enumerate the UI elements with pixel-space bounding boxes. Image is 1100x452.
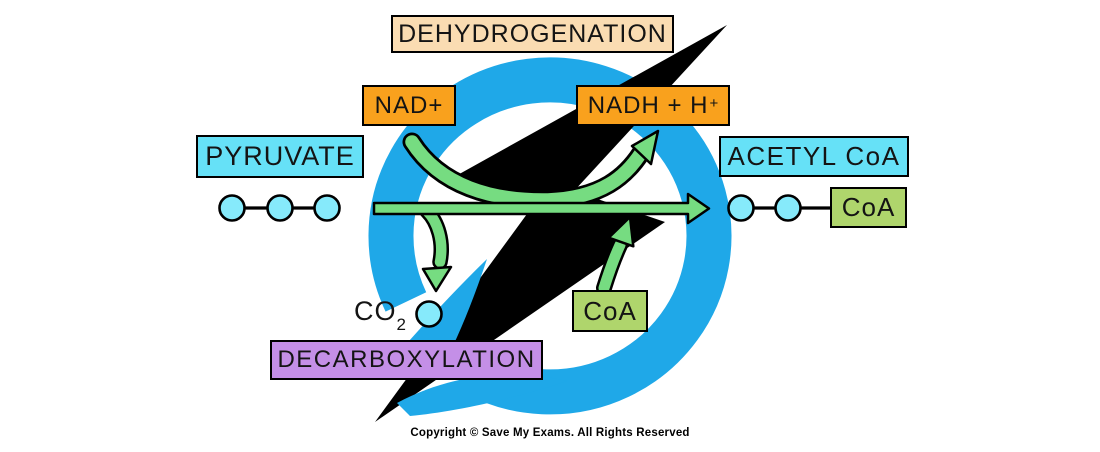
carbon-circle xyxy=(313,194,341,222)
acetyl-coa-molecule xyxy=(727,194,831,222)
copyright-text: Copyright © Save My Exams. All Rights Re… xyxy=(410,427,690,439)
cycle-ring-icon xyxy=(368,57,732,415)
coa-attached-label: CoA xyxy=(841,192,896,222)
nad-label: NAD+ xyxy=(374,91,444,119)
label-box-decarboxylation: DECARBOXYLATION xyxy=(270,340,543,380)
label-box-dehydrogenation: DEHYDROGENATION xyxy=(391,15,674,53)
co2-release-arrow xyxy=(419,203,453,293)
label-box-nadh: NADH + H+ xyxy=(576,85,730,126)
carbon-circle xyxy=(727,194,755,222)
coa-input-label: CoA xyxy=(583,295,637,326)
co2-carbon-circle xyxy=(415,300,443,328)
pyruvate-molecule xyxy=(218,194,341,222)
coa-entry-arrow xyxy=(596,215,635,296)
co2-subscript: 2 xyxy=(396,315,407,335)
label-box-pyruvate: PYRUVATE xyxy=(196,135,364,178)
pyruvate-label: PYRUVATE xyxy=(205,141,355,171)
carbon-circle xyxy=(774,194,802,222)
label-box-nad: NAD+ xyxy=(362,85,456,126)
label-box-coa-input: CoA xyxy=(572,290,648,332)
nadh-label: NADH + H xyxy=(587,91,709,119)
label-box-coa-attached: CoA xyxy=(830,187,907,228)
dehydrogenation-label: DEHYDROGENATION xyxy=(398,19,667,48)
carbon-circle xyxy=(218,194,246,222)
co2-label: CO2 xyxy=(354,296,407,335)
label-box-acetyl-coa: ACETYL CoA xyxy=(719,136,909,177)
main-reaction-arrow xyxy=(372,192,711,225)
cycle-arrow-wing-icon xyxy=(397,374,567,416)
acetyl-coa-label: ACETYL CoA xyxy=(727,141,901,171)
nad-to-nadh-arrow xyxy=(402,129,660,210)
carbon-circle xyxy=(266,194,294,222)
decarboxylation-label: DECARBOXYLATION xyxy=(277,346,536,373)
